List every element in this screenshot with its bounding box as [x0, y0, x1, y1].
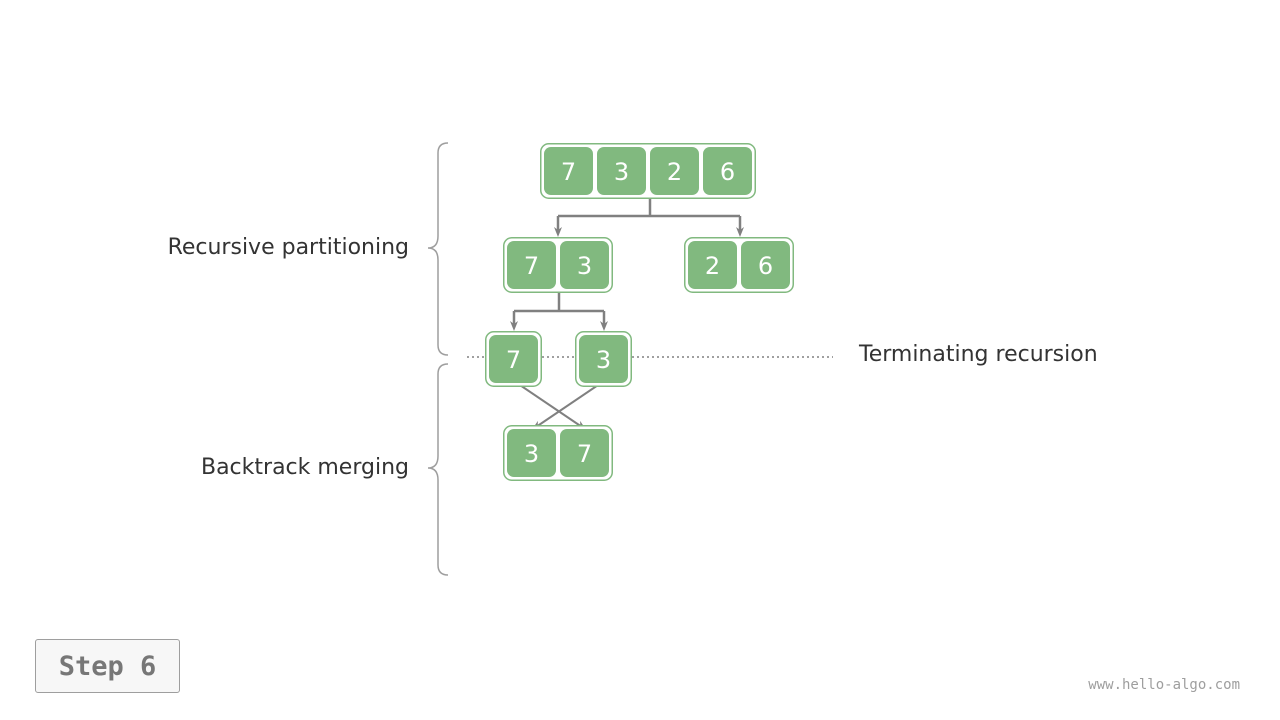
step-indicator: Step 6	[35, 639, 180, 693]
merge-brace	[427, 363, 449, 576]
array-cell-value: 3	[596, 346, 611, 374]
array-leaf-a: 7	[485, 331, 542, 387]
watermark: www.hello-algo.com	[1088, 677, 1240, 693]
array-cell-value: 6	[758, 252, 773, 280]
array-cell	[597, 147, 646, 195]
backtrack-merging-label: Backtrack merging	[200, 455, 409, 480]
array-cell-value: 3	[577, 252, 592, 280]
recursive-partitioning-label: Recursive partitioning	[167, 235, 409, 260]
array-cell-value: 2	[705, 252, 720, 280]
array-cell-value: 3	[614, 158, 629, 186]
merge-arrows	[513, 380, 605, 430]
split-connector-root	[554, 198, 744, 237]
array-cell	[703, 147, 752, 195]
array-root: 7 3 2 6	[540, 143, 756, 199]
array-cell-value: 2	[667, 158, 682, 186]
array-cell	[688, 241, 737, 289]
partition-brace	[427, 142, 449, 356]
array-cell	[560, 241, 609, 289]
array-cell	[544, 147, 593, 195]
terminating-recursion-label: Terminating recursion	[859, 342, 1098, 367]
array-cell-value: 6	[720, 158, 735, 186]
array-cell-value: 7	[506, 346, 521, 374]
array-cell	[650, 147, 699, 195]
array-cell	[579, 335, 628, 383]
array-cell	[507, 241, 556, 289]
array-cell	[741, 241, 790, 289]
array-cell-value: 7	[524, 252, 539, 280]
split-connector-left	[510, 292, 608, 331]
array-cell	[560, 429, 609, 477]
array-cell	[489, 335, 538, 383]
array-cell-value: 7	[561, 158, 576, 186]
array-frame	[540, 143, 756, 199]
array-leaf-b: 3	[575, 331, 632, 387]
array-cell-value: 7	[577, 440, 592, 468]
array-cell	[507, 429, 556, 477]
array-cell-value: 3	[524, 440, 539, 468]
